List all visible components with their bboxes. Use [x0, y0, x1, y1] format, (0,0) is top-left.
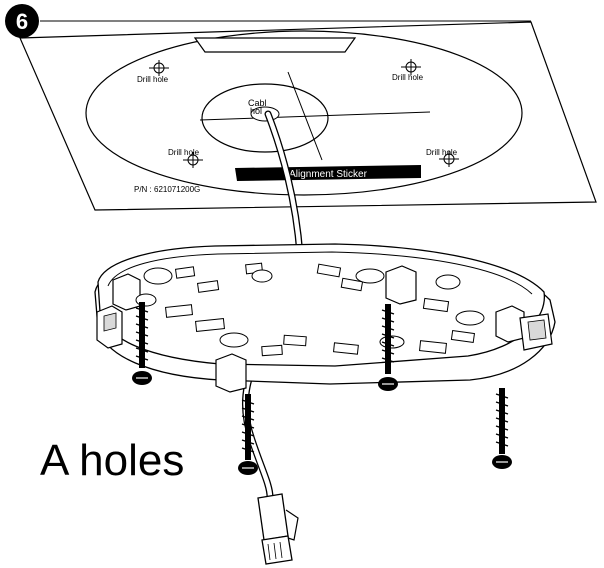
- drill-hole-label: Drill hole: [137, 75, 169, 84]
- drill-hole-label: Drill hole: [392, 73, 424, 82]
- drill-hole-marker-bottom-right: Drill hole: [426, 148, 459, 167]
- drill-hole-label: Drill hole: [426, 148, 458, 157]
- alignment-sticker-title: Alignment Sticker: [289, 169, 367, 180]
- screw-4: [492, 388, 512, 469]
- bracket-clip-back: [385, 265, 417, 305]
- alignment-sticker-banner: [235, 165, 421, 181]
- step-badge: 6: [5, 4, 39, 38]
- bracket-clip-right: [495, 305, 553, 351]
- screw-3: [238, 394, 258, 475]
- bracket-clip-left: [96, 305, 123, 349]
- bracket-clip-rear-left: [112, 273, 141, 311]
- rj45-connector: [257, 493, 299, 565]
- cable-hole-label-line1: Cabl: [248, 98, 267, 108]
- drill-hole-marker-top-left: Drill hole: [137, 60, 169, 84]
- bracket-clip-front: [215, 353, 247, 393]
- drill-hole-marker-bottom-left: Drill hole: [168, 148, 203, 168]
- drill-hole-label: Drill hole: [168, 148, 200, 157]
- part-number: P/N : 621071200G: [134, 185, 200, 194]
- screw-2: [378, 304, 398, 391]
- cable-hole-label-line2: hol: [250, 106, 262, 116]
- alignment-sticker-sheet: Cabl hol Drill hole Drill hole Drill hol…: [19, 21, 597, 211]
- drill-hole-marker-top-right: Drill hole: [392, 59, 424, 82]
- mounting-bracket: [94, 243, 556, 393]
- screw-1: [132, 302, 152, 385]
- caption-a-holes: A holes: [40, 436, 184, 485]
- bracket-slots: [164, 262, 476, 357]
- step-number: 6: [16, 9, 28, 34]
